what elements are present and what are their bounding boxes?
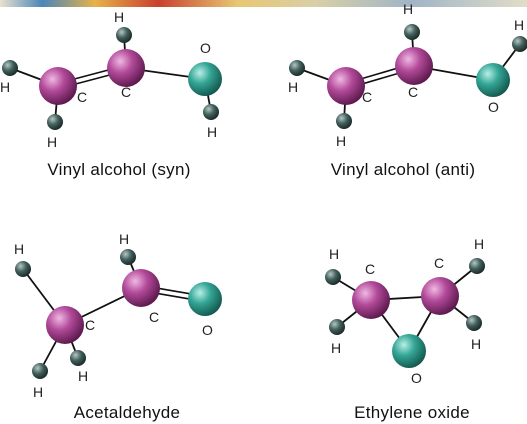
acetaldehyde-hydrogen-label-4: H [33,384,43,400]
caption-vinyl-alcohol-syn: Vinyl alcohol (syn) [47,160,191,179]
ethylene-oxide-hydrogen-label-5: H [474,236,484,252]
ethylene-oxide-carbon-label-0: C [365,261,375,277]
ethylene-oxide-oxygen-atom-2 [392,334,426,368]
acetaldehyde-hydrogen-label-5: H [78,368,88,384]
ethylene-oxide-hydrogen-label-3: H [329,246,339,262]
ethylene-oxide-carbon-atom-0 [352,281,390,319]
vinyl-alcohol-syn-hydrogen-atom-6 [203,104,219,120]
acetaldehyde-hydrogen-label-3: H [14,241,24,257]
vinyl-alcohol-anti-carbon-label-0: C [362,89,372,105]
vinyl-alcohol-syn-hydrogen-atom-4 [47,114,63,130]
vinyl-alcohol-anti-hydrogen-atom-3 [289,60,305,76]
vinyl-alcohol-anti-hydrogen-atom-5 [404,24,420,40]
top-banner-strip [0,0,527,7]
vinyl-alcohol-anti-hydrogen-label-3: H [288,79,298,95]
acetaldehyde-carbon-atom-0 [46,306,84,344]
ethylene-oxide-oxygen-label-2: O [411,370,422,386]
acetaldehyde-carbon-atom-1 [122,269,160,307]
vinyl-alcohol-anti-hydrogen-atom-4 [336,113,352,129]
acetaldehyde-hydrogen-label-6: H [119,231,129,247]
ethylene-oxide-hydrogen-atom-6 [466,315,482,331]
vinyl-alcohol-syn-carbon-label-0: C [77,89,87,105]
vinyl-alcohol-syn-hydrogen-atom-5 [116,27,132,43]
acetaldehyde-carbon-label-0: C [85,317,95,333]
ethylene-oxide-carbon-label-1: C [434,255,444,271]
vinyl-alcohol-anti-hydrogen-label-4: H [336,133,346,149]
vinyl-alcohol-syn-oxygen-label-2: O [200,40,211,56]
vinyl-alcohol-syn-carbon-label-1: C [121,84,131,100]
vinyl-alcohol-syn-hydrogen-label-5: H [114,9,124,25]
acetaldehyde-hydrogen-atom-4 [32,363,48,379]
vinyl-alcohol-anti-hydrogen-atom-6 [512,36,527,52]
vinyl-alcohol-syn-hydrogen-label-4: H [47,134,57,150]
ethylene-oxide-carbon-atom-1 [421,277,459,315]
ethylene-oxide-hydrogen-label-6: H [471,336,481,352]
vinyl-alcohol-anti-carbon-label-1: C [408,84,418,100]
acetaldehyde-oxygen-atom-2 [188,282,222,316]
vinyl-alcohol-anti-carbon-atom-1 [395,47,433,85]
caption-ethylene-oxide: Ethylene oxide [354,403,470,422]
vinyl-alcohol-anti-carbon-atom-0 [327,67,365,105]
vinyl-alcohol-syn-carbon-atom-1 [107,49,145,87]
ethylene-oxide-hydrogen-atom-5 [469,258,485,274]
vinyl-alcohol-syn-carbon-atom-0 [39,67,77,105]
vinyl-alcohol-anti-hydrogen-label-5: H [403,1,413,17]
acetaldehyde-hydrogen-atom-6 [120,249,136,265]
vinyl-alcohol-syn-oxygen-atom-2 [188,62,222,96]
vinyl-alcohol-anti-oxygen-label-2: O [488,99,499,115]
vinyl-alcohol-syn-hydrogen-label-3: H [0,79,10,95]
vinyl-alcohol-anti-oxygen-atom-2 [476,63,510,97]
vinyl-alcohol-syn-hydrogen-atom-3 [2,60,18,76]
vinyl-alcohol-anti-hydrogen-label-6: H [514,17,524,33]
vinyl-alcohol-syn-hydrogen-label-6: H [207,124,217,140]
ethylene-oxide-hydrogen-atom-3 [325,269,341,285]
ethylene-oxide-hydrogen-atom-4 [329,319,345,335]
caption-vinyl-alcohol-anti: Vinyl alcohol (anti) [330,160,476,179]
acetaldehyde-carbon-label-1: C [149,309,159,325]
caption-acetaldehyde: Acetaldehyde [73,403,181,422]
acetaldehyde-hydrogen-atom-5 [70,350,86,366]
acetaldehyde-hydrogen-atom-3 [15,261,31,277]
acetaldehyde-oxygen-label-2: O [202,322,213,338]
ethylene-oxide-hydrogen-label-4: H [331,340,341,356]
